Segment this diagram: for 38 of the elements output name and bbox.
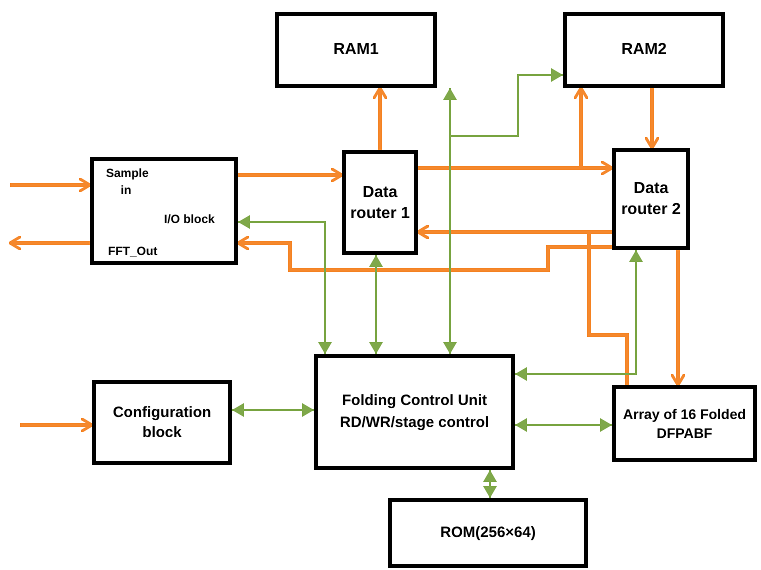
block-label: RAM2: [621, 40, 667, 60]
block-box: [90, 157, 238, 265]
block-label: Configuration block: [112, 402, 212, 442]
block-label: Folding Control Unit: [342, 391, 487, 411]
block-label: Data router 2: [620, 179, 682, 220]
double-arrow: [232, 403, 314, 417]
arrow: [238, 168, 344, 182]
block-label: I/O block: [164, 211, 215, 228]
block-box: [314, 354, 515, 470]
block-box: [92, 380, 232, 465]
block-label: Array of 16 Folded DFPABF: [622, 404, 747, 442]
arrow: [8, 236, 90, 250]
block-label: RD/WR/stage control: [340, 413, 490, 433]
arrow: [416, 224, 629, 385]
block-label: Data router 1: [350, 182, 410, 224]
arrow: [418, 86, 588, 170]
block-box: [275, 12, 437, 88]
arrow: [10, 178, 92, 192]
arrow: [20, 418, 94, 432]
block-box: [612, 385, 757, 462]
double-arrow: [443, 88, 457, 354]
arrow: [644, 88, 660, 150]
block-box: [612, 148, 690, 250]
block-label: RAM1: [333, 40, 379, 60]
block-label: ROM(256×64): [440, 522, 536, 543]
double-arrow: [483, 470, 497, 498]
double-arrow: [515, 250, 643, 381]
arrow: [236, 236, 612, 272]
double-arrow: [238, 215, 332, 354]
arrow: [670, 250, 686, 386]
block-box: [563, 12, 725, 88]
block-label: FFT_Out: [108, 243, 158, 260]
double-arrow: [515, 418, 612, 432]
block-box: [342, 150, 418, 255]
block-box: [388, 498, 588, 568]
arrow: [372, 86, 388, 150]
double-arrow: [369, 255, 383, 354]
block-label: Sample in: [106, 165, 146, 199]
